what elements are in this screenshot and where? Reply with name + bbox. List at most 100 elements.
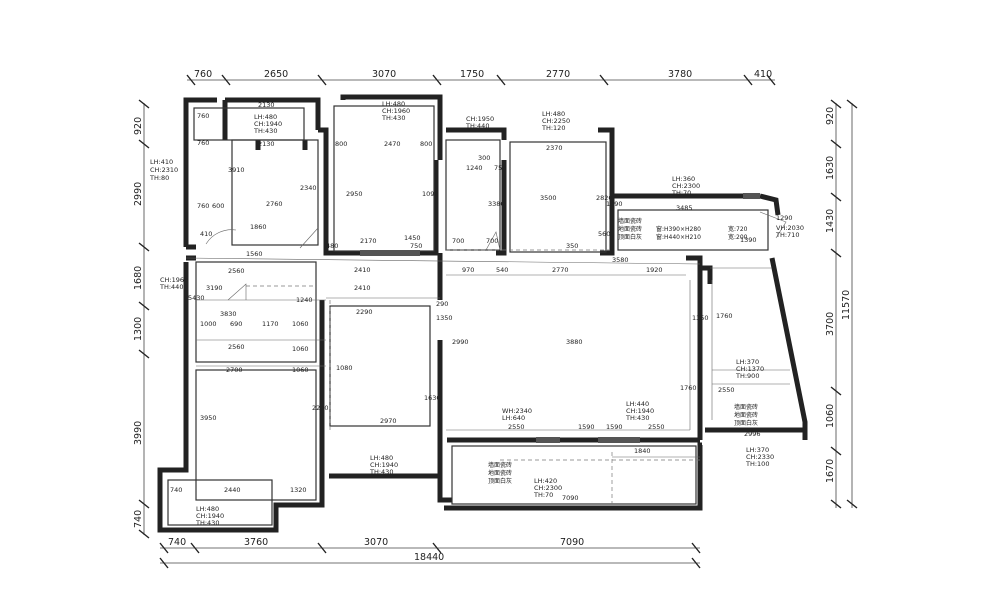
inner-dim: 970 — [462, 266, 474, 274]
inner-dim: 2560 — [228, 267, 245, 275]
inner-dim: 1090 — [422, 190, 439, 198]
room-label-line: LH:480 — [382, 100, 405, 108]
top-dim-3: 3070 — [372, 69, 396, 80]
inner-dim: 1060 — [292, 366, 309, 374]
room-label-line: TH:430 — [253, 127, 277, 135]
room-label-line: LH:370 — [736, 358, 759, 366]
inner-dim: 3380 — [488, 200, 505, 208]
material-note-line: 墙面瓷砖 — [734, 403, 758, 411]
room-label-line: LH:480 — [370, 454, 393, 462]
room-label-r15: VH:2030 TH:710 — [775, 224, 804, 239]
room-height-labels: LH:410 CH:2310 TH:80 LH:480 CH:1940 TH:4… — [149, 100, 804, 527]
inner-dim: 2290 — [356, 308, 373, 316]
inner-dim: 1560 — [246, 250, 263, 258]
inner-dim: 1860 — [250, 223, 267, 231]
window-note-line: 窗:H390×H280 — [656, 225, 701, 233]
room-label-r4: CH:1950 TH:440 — [465, 115, 494, 130]
left-dim-3: 1680 — [133, 266, 144, 290]
inner-dim: 3580 — [612, 256, 629, 264]
room-label-line: TH:430 — [195, 519, 219, 527]
inner-dim: 290 — [436, 300, 448, 308]
inner-dim: 1320 — [290, 486, 307, 494]
inner-dim: 3880 — [566, 338, 583, 346]
inner-dim: 540 — [496, 266, 508, 274]
inner-dim: 2130 — [258, 140, 275, 148]
left-dim-5: 3990 — [133, 421, 144, 445]
right-dim-1: 920 — [825, 107, 836, 125]
inner-dim: 7090 — [562, 494, 579, 502]
inner-dim: 2550 — [648, 423, 665, 431]
room-label-line: CH:1940 — [196, 512, 224, 520]
bottom-total: 18440 — [414, 552, 444, 563]
inner-dim: 1170 — [262, 320, 279, 328]
top-dim-4: 1750 — [460, 69, 484, 80]
material-note-1: 墙面瓷砖 地面瓷砖 顶面白灰 — [618, 217, 642, 241]
inner-dim: 3910 — [228, 166, 245, 174]
room-label-line: CH:1940 — [370, 461, 398, 469]
inner-dim: 2170 — [360, 237, 377, 245]
room-label-line: CH:1950 — [466, 115, 494, 123]
room-label-line: TH:430 — [625, 414, 649, 422]
inner-dim: 2770 — [552, 266, 569, 274]
room-label-r2: LH:480 CH:1940 TH:430 — [253, 113, 282, 135]
room-label-r1: LH:410 CH:2310 TH:80 — [149, 158, 178, 182]
room-label-r9: LH:440 CH:1940 TH:430 — [625, 400, 654, 422]
material-note-2: 墙面瓷砖 地面瓷砖 顶面白灰 — [488, 461, 512, 485]
inner-dim: 1590 — [606, 423, 623, 431]
top-dim-2: 2650 — [264, 69, 288, 80]
inner-dim: 1240 — [466, 164, 483, 172]
inner-dim: 690 — [230, 320, 242, 328]
room-label-line: TH:70 — [671, 189, 691, 197]
material-note-line: 地面瓷砖 — [488, 469, 512, 477]
room-label-line: CH:2300 — [534, 484, 562, 492]
interior-lines — [167, 105, 790, 526]
material-note-line: 墙面瓷砖 — [488, 461, 512, 469]
left-dim-6: 740 — [133, 510, 144, 528]
room-label-line: CH:2250 — [542, 117, 570, 125]
width-note-line: 宽:720 — [728, 225, 748, 233]
inner-dim: 2410 — [354, 284, 371, 292]
left-dimension-chain: 920 2990 1680 1300 3990 740 — [133, 99, 150, 539]
material-note-line: 地面瓷砖 — [618, 225, 642, 233]
inner-dim: 2130 — [258, 101, 275, 109]
inner-dim: 1840 — [634, 447, 651, 455]
room-label-r13: LH:370 CH:1370 TH:900 — [735, 358, 764, 380]
width-note: 宽:720 宽:200 — [728, 225, 748, 241]
room-label-line: CH:1940 — [254, 120, 282, 128]
inner-dim: 2996 — [744, 430, 761, 438]
room-label-line: LH:370 — [746, 446, 769, 454]
room-label-line: VH:2030 — [776, 224, 804, 232]
right-dimension-chain: 920 1630 1430 3700 1060 1670 11570 — [825, 99, 858, 509]
inner-dim: 300 — [478, 154, 490, 162]
room-label-line: TH:710 — [775, 231, 799, 239]
room-label-line: LH:420 — [534, 477, 557, 485]
right-dim-2: 1630 — [825, 156, 836, 180]
room-label-r8: WH:2340 LH:640 — [502, 407, 532, 422]
room-label-line: TH:430 — [369, 468, 393, 476]
room-label-r11: LH:420 CH:2300 TH:70 — [533, 477, 562, 499]
room-label-line: TH:100 — [745, 460, 769, 468]
room-label-line: LH:360 — [672, 175, 695, 183]
window-note: 窗:H390×H280 窗:H440×H210 — [656, 225, 701, 241]
bottom-dim-3: 3070 — [364, 537, 388, 548]
room-label-line: LH:480 — [542, 110, 565, 118]
room-label-line: WH:2340 — [502, 407, 532, 415]
inner-dim: 740 — [170, 486, 182, 494]
material-note-line: 顶面白灰 — [618, 233, 642, 241]
bottom-dim-2: 3760 — [244, 537, 268, 548]
right-dim-4: 3700 — [825, 312, 836, 336]
inner-dim: 800 — [335, 140, 347, 148]
inner-dim: 1920 — [646, 266, 663, 274]
material-notes: 墙面瓷砖 地面瓷砖 顶面白灰 墙面瓷砖 地面瓷砖 顶面白灰 墙面瓷砖 地面瓷砖 … — [488, 217, 758, 485]
inner-dim: 1240 — [296, 296, 313, 304]
room-label-line: TH:120 — [541, 124, 565, 132]
material-note-line: 顶面白灰 — [488, 477, 512, 485]
inner-dim: 2700 — [226, 366, 243, 374]
room-label-r10: LH:480 CH:1940 TH:430 — [369, 454, 398, 476]
inner-dim: 1190 — [606, 200, 623, 208]
room-label-line: CH:1960 — [160, 276, 188, 284]
inner-dim: 1390 — [740, 236, 757, 244]
inner-dim: 1630 — [424, 394, 441, 402]
